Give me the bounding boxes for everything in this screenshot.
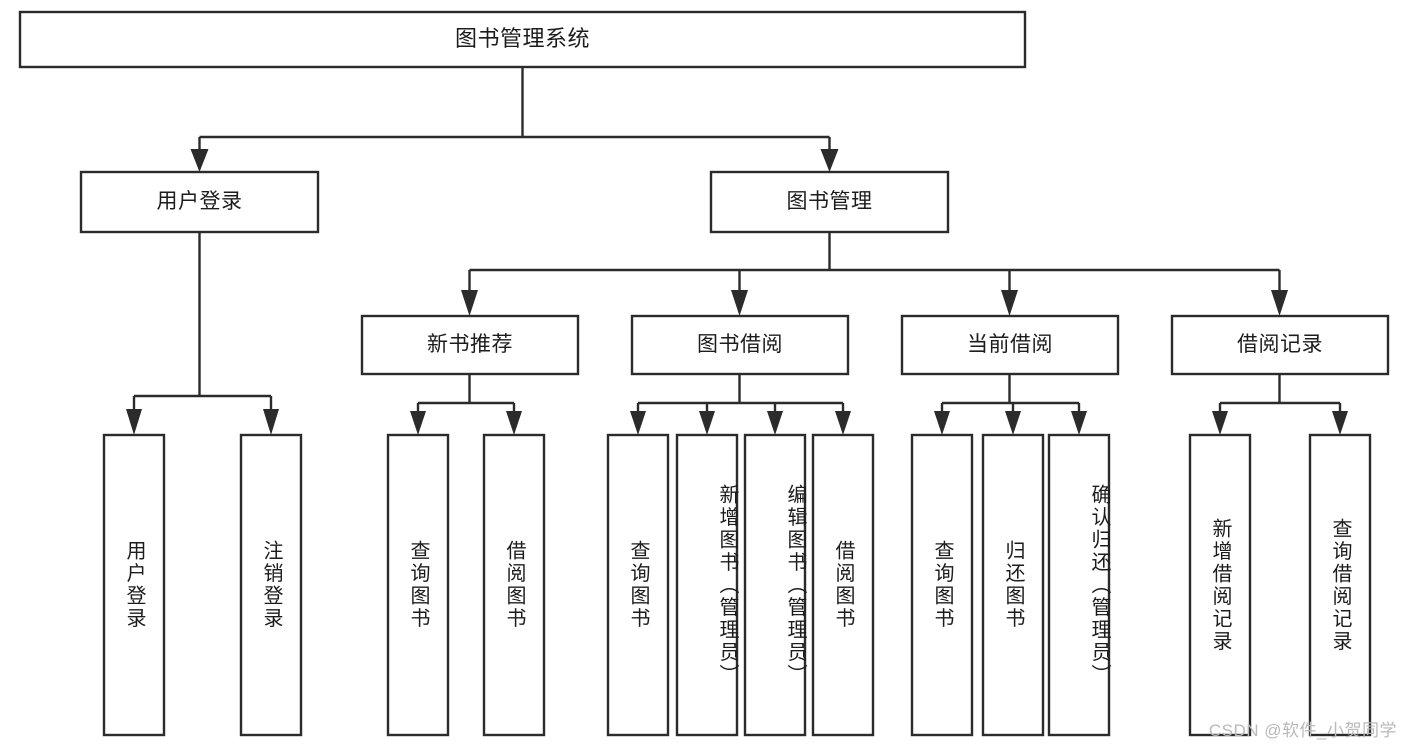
leaf-rectangles [102, 433, 1372, 737]
connectors-root-to-level2 [190, 67, 839, 172]
leaf-box-query-book-1[interactable] [386, 433, 450, 737]
arrowhead-leaf-add-book [699, 411, 715, 435]
node-box-book-borrow[interactable] [630, 314, 850, 376]
arrowhead-leaf-user-logout [263, 409, 279, 435]
leaf-box-query-book-3[interactable] [910, 433, 974, 737]
arrowhead-leaf-borrow-book-2 [835, 411, 851, 435]
arrowhead-user-login [190, 149, 209, 172]
arrowhead-leaf-confirm-return [1071, 411, 1087, 435]
arrowhead-current-borrow [1001, 290, 1018, 316]
leaf-box-borrow-book-1[interactable] [482, 433, 546, 737]
leaf-box-add-book[interactable] [675, 433, 739, 737]
leaf-box-query-book-2[interactable] [606, 433, 670, 737]
connectors-newbook-to-leaves [410, 374, 522, 435]
node-box-new-book-recommend[interactable] [360, 314, 580, 376]
arrowhead-leaf-add-record [1212, 411, 1228, 435]
arrowhead-leaf-query-book-3 [934, 411, 950, 435]
leaf-box-user-logout[interactable] [239, 433, 303, 737]
leaf-box-return-book[interactable] [981, 433, 1045, 737]
arrowhead-book-manage [820, 149, 839, 172]
leaf-box-edit-book[interactable] [743, 433, 807, 737]
arrowhead-leaf-query-book-2 [630, 411, 646, 435]
arrowhead-book-borrow [731, 290, 748, 316]
leaf-box-add-record[interactable] [1188, 433, 1252, 737]
arrowhead-leaf-query-record [1332, 411, 1348, 435]
connectors-bookborrow-to-leaves [630, 374, 851, 435]
arrowhead-leaf-borrow-book-1 [506, 411, 522, 435]
leaf-box-borrow-book-2[interactable] [811, 433, 875, 737]
node-box-user-login[interactable] [79, 170, 320, 234]
leaf-box-confirm-return[interactable] [1047, 433, 1111, 737]
connectors-currentborrow-to-leaves [934, 374, 1087, 435]
arrowhead-borrow-record [1271, 290, 1288, 316]
node-box-current-borrow[interactable] [900, 314, 1120, 376]
arrowhead-leaf-query-book-1 [410, 411, 426, 435]
connectors-borrowrecord-to-leaves [1212, 374, 1348, 435]
node-rectangles [18, 10, 1390, 376]
leaf-box-user-login[interactable] [102, 433, 166, 737]
node-box-borrow-record[interactable] [1170, 314, 1390, 376]
arrowhead-leaf-user-login [126, 409, 142, 435]
arrowhead-leaf-edit-book [767, 411, 783, 435]
node-box-root[interactable] [18, 10, 1027, 69]
arrowhead-new-book-recommend [461, 290, 478, 316]
arrowhead-leaf-return-book [1005, 411, 1021, 435]
node-box-book-manage[interactable] [709, 170, 950, 234]
leaf-box-query-record[interactable] [1308, 433, 1372, 737]
connectors-userlogin-to-leaves [126, 232, 279, 435]
connectors-bookmanage-to-level3 [461, 232, 1288, 316]
